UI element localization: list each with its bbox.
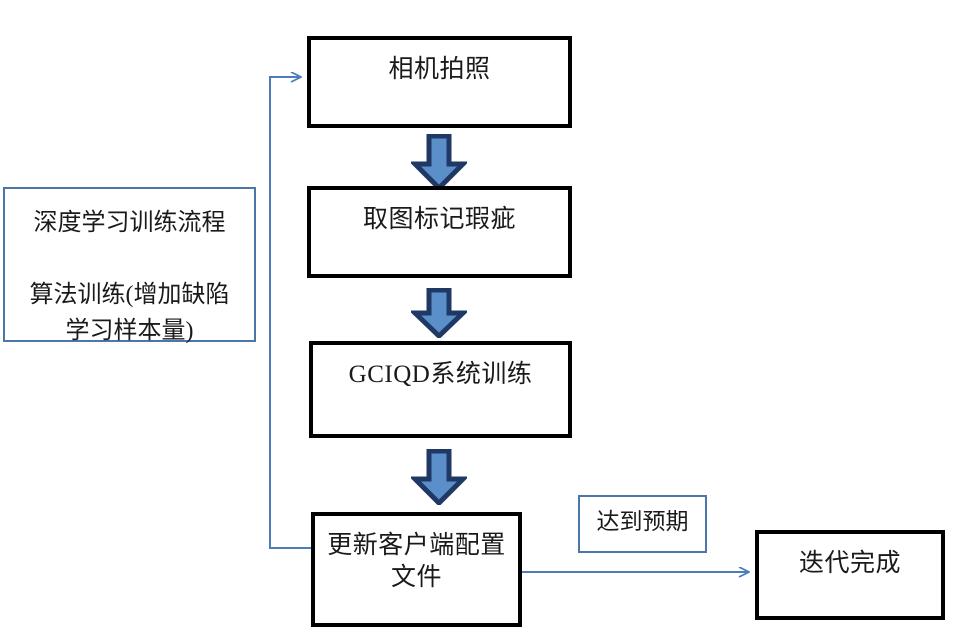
process-box-update-client-config[interactable]: 更新客户端配置 文件 [311,512,522,627]
condition-label-meets-expectation: 达到预期 [578,495,707,553]
process-box-annotate-defects-label: 取图标记瑕疵 [362,206,516,233]
note-box-training-process: 深度学习训练流程 算法训练(增加缺陷 学习样本量) [3,187,256,344]
process-box-iteration-complete[interactable]: 迭代完成 [755,530,945,620]
process-box-update-client-config-label: 更新客户端配置 文件 [327,532,506,591]
condition-label-meets-expectation-text: 达到预期 [596,509,689,534]
process-box-iteration-complete-label: 迭代完成 [798,550,901,577]
process-box-annotate-defects[interactable]: 取图标记瑕疵 [307,186,572,278]
process-box-gciqd-system-training-label: GCIQD系统训练 [348,361,533,388]
arrow-annotate-to-train [411,288,467,338]
note-training-label: 深度学习训练流程 算法训练(增加缺陷 学习样本量) [29,210,230,344]
arrow-capture-to-annotate [411,134,467,190]
process-box-camera-capture[interactable]: 相机拍照 [307,36,572,128]
process-box-gciqd-system-training[interactable]: GCIQD系统训练 [309,341,572,438]
arrow-train-to-update [411,449,467,505]
feedback-loop-arrow [269,77,311,549]
process-box-camera-capture-label: 相机拍照 [388,56,491,83]
